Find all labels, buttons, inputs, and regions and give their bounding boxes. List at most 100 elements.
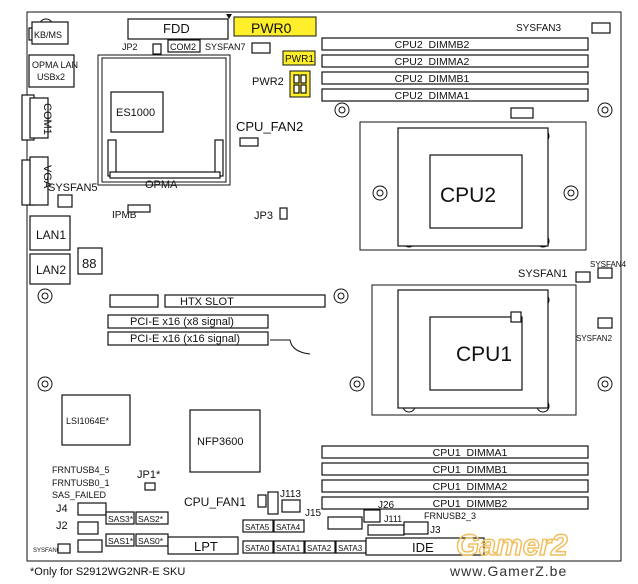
chips: LSI1064E* NFP3600 — [61, 394, 261, 473]
cpu2-label: CPU2 — [440, 184, 496, 207]
sysfan4-label: SYSFAN4 — [590, 260, 627, 269]
lan1-label: LAN1 — [36, 228, 66, 242]
j4-label: J4 — [56, 503, 68, 515]
cpu2-dimma2-label: CPU2_DIMMA2 — [395, 56, 470, 68]
cpu2-dimmb2-label: CPU2_DIMMB2 — [395, 39, 470, 51]
fdd-connector — [127, 18, 229, 40]
pcie-slot-2-label: PCI-E x16 (x16 signal) — [130, 333, 240, 345]
frntusb23-label: FRNUSB2_3 — [424, 511, 476, 521]
top-connectors: FDD PWR0 JP2 COM2 SYSFAN7 PWR1 PWR2 SYSF… — [122, 14, 611, 98]
bottom-left-headers: FRNTUSB4_5 FRNTUSB0_1 SAS_FAILED JP1* J4… — [33, 465, 301, 555]
j113-label: J113 — [280, 489, 301, 500]
opma-label: OPMA — [145, 179, 178, 191]
cpu1-dimmb1-label: CPU1_DIMMB1 — [433, 464, 508, 476]
sata3-label: SATA3 — [338, 544, 363, 553]
jp1-label: JP1* — [137, 469, 161, 481]
frntusb01-label: FRNTUSB0_1 — [52, 478, 110, 488]
sysfan2-label: SYSFAN2 — [576, 334, 613, 343]
pwr2-connector — [289, 70, 311, 98]
debug-led — [77, 247, 103, 275]
es1000-label: ES1000 — [116, 107, 155, 119]
pcie-slot-1-label: PCI-E x16 (x8 signal) — [130, 316, 234, 328]
cpu1-dimm-slots: CPU1_DIMMA1 CPU1_DIMMB1 CPU1_DIMMA2 CPU1… — [321, 445, 589, 510]
sas2-label: SAS2* — [138, 514, 164, 524]
pcie-slot-2 — [107, 331, 269, 346]
lsi-label: LSI1064E* — [66, 416, 110, 426]
j26-label: J26 — [378, 500, 395, 511]
j3-label: J3 — [430, 525, 441, 536]
watermark: Gamer2 www.GamerZ.be — [449, 528, 569, 579]
lan1-port — [29, 215, 71, 251]
lpt-connector — [167, 536, 239, 555]
sysfan7-label: SYSFAN7 — [205, 42, 246, 52]
sysfan3-label: SYSFAN3 — [516, 23, 561, 34]
jp3-label: JP3 — [254, 210, 273, 222]
lsi-chip — [61, 394, 131, 446]
com1-label: COM1 — [41, 103, 53, 135]
htx-slot — [164, 294, 326, 308]
pwr2-label: PWR2 — [252, 76, 284, 88]
cpu-fan1-label: CPU_FAN1 — [184, 495, 246, 509]
sas1-label: SAS1* — [108, 536, 134, 546]
usbx2-label: USBx2 — [37, 72, 65, 82]
svg-text:88: 88 — [82, 256, 96, 271]
kbms-label: KB/MS — [34, 30, 62, 40]
pwr1-label: PWR1 — [285, 54, 314, 65]
j111-label: J111 — [384, 514, 402, 524]
kbms-port — [31, 21, 69, 45]
htx-slot-label: HTX SLOT — [180, 296, 234, 308]
lpt-label: LPT — [194, 539, 218, 554]
com1-port — [29, 97, 49, 139]
board-outline — [26, 11, 622, 562]
opma-lan-label: OPMA LAN — [32, 60, 78, 70]
sas-failed-label: SAS_FAILED — [52, 490, 107, 500]
pwr0-connector — [233, 16, 317, 37]
sata2-label: SATA2 — [307, 544, 332, 553]
vga-label: VGA — [41, 165, 53, 189]
ipmb-label: IPMB — [112, 210, 137, 221]
cpu1-dimmb2-label: CPU1_DIMMB2 — [433, 498, 508, 510]
cpu1-socket: CPU1 — [371, 284, 577, 416]
sas0-label: SAS0* — [138, 536, 164, 546]
jp2-label: JP2 — [122, 42, 138, 52]
io-panel: KB/MS OPMA LAN USBx2 COM1 VGA LAN1 LAN2 … — [21, 21, 103, 285]
sata4-label: SATA4 — [276, 523, 301, 532]
ide-label: IDE — [412, 540, 434, 555]
nfp3600-label: NFP3600 — [197, 436, 243, 448]
fdd-label: FDD — [163, 21, 190, 36]
sata1-label: SATA1 — [276, 544, 301, 553]
frntusb45-label: FRNTUSB4_5 — [52, 465, 110, 475]
pwr0-label: PWR0 — [251, 20, 292, 36]
sata0-label: SATA0 — [245, 544, 270, 553]
sysfan1-label: SYSFAN1 — [518, 268, 568, 280]
nfp3600-chip — [189, 409, 261, 473]
opma-region: ES1000 OPMA SYSFAN5 IPMB CPU_FAN2 JP3 — [48, 54, 303, 222]
watermark-logo: Gamer2 — [456, 529, 568, 562]
sata5-label: SATA5 — [245, 523, 270, 532]
lan2-label: LAN2 — [36, 263, 66, 277]
cpu2-dimm-slots: CPU2_DIMMB2 CPU2_DIMMA2 CPU2_DIMMB1 CPU2… — [321, 37, 589, 102]
ide-connector — [365, 537, 485, 556]
lan2-port — [29, 253, 71, 285]
watermark-url: www.GamerZ.be — [449, 563, 567, 579]
pwr1-connector — [282, 50, 316, 66]
cpu1-dimma2-label: CPU1_DIMMA2 — [433, 481, 508, 493]
sysfan6-label: SYSFAN6 — [33, 548, 61, 554]
cpu2-socket: CPU2 — [359, 107, 587, 251]
sysfan5-label: SYSFAN5 — [48, 182, 98, 194]
com2-label: COM2 — [170, 42, 196, 52]
es1000-chip — [110, 91, 164, 133]
vga-port — [29, 156, 49, 206]
cpu2-dimma1-label: CPU2_DIMMA1 — [395, 90, 470, 102]
sku-footnote: *Only for S2912WG2NR-E SKU — [30, 566, 185, 578]
opma-lan-usb-port — [28, 54, 75, 88]
cpu1-dimma1-label: CPU1_DIMMA1 — [433, 447, 508, 459]
j15-label: J15 — [305, 508, 322, 519]
cpu-fan2-label: CPU_FAN2 — [236, 119, 303, 134]
cpu2-dimmb1-label: CPU2_DIMMB1 — [395, 73, 470, 85]
expansion-slots: HTX SLOT PCI-E x16 (x8 signal) PCI-E x16… — [107, 294, 326, 355]
cpu1-label: CPU1 — [456, 343, 512, 366]
bottom-right-connectors: SATA5 SATA4 SATA0 SATA1 SATA2 SATA3 J15 … — [242, 500, 485, 556]
pcie-slot-1 — [107, 314, 269, 329]
